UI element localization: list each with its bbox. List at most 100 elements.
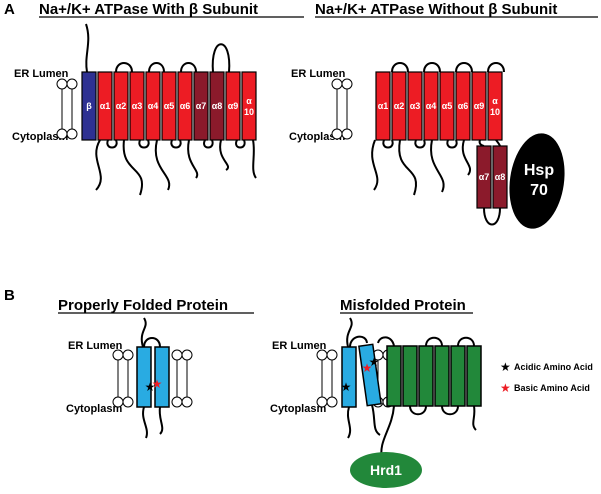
panel-b-left-title: Properly Folded Protein: [58, 297, 228, 314]
panel-a-right-title: Na+/K+ ATPase Without β Subunit: [315, 1, 557, 18]
r-loop-a1-n: [371, 139, 379, 191]
pf-lumen-loop: [143, 337, 161, 348]
tm-segment-label-2: α1: [100, 101, 111, 111]
green-helix-6: [466, 345, 482, 407]
misfolded-protein: ★ ★ ★: [341, 317, 477, 461]
tm-segment-2: [97, 71, 113, 141]
hrd1-label: Hrd1: [370, 462, 402, 478]
mf-green-loop-2: [457, 336, 475, 347]
loop-a8-cyto: [219, 139, 229, 171]
tm-segment-5: [439, 71, 455, 141]
tm-segment-label-11: α: [246, 96, 252, 106]
r-loop-a7-a8-bottom: [483, 207, 501, 226]
legend-basic-star: ★: [500, 381, 511, 395]
tm-segment-1: [476, 145, 492, 209]
hsp70-label-line1: Hsp: [524, 162, 554, 179]
r-loop-a4-a5-cyto: [430, 139, 445, 193]
r-loop-a6-cyto: [461, 139, 471, 176]
tm-segment-label-1: α1: [378, 101, 389, 111]
mf-helix-2: [358, 343, 382, 407]
lipid-head: [171, 349, 183, 361]
hsp70-label-line2: 70: [530, 182, 548, 199]
panel-a-left-cytoplasm-label: Cytoplasm: [12, 131, 68, 143]
r-loop-a10: [487, 62, 505, 73]
mf-cyto-tail-2: [371, 404, 381, 436]
panel-b-left-cytoplasm-label: Cytoplasm: [66, 403, 122, 415]
tm-segment-4: [423, 71, 439, 141]
loop-a3-a4: [138, 139, 150, 149]
mf-acidic-star: ★: [341, 380, 352, 394]
tm-segment-label-7: α9: [474, 101, 485, 111]
properly-folded-protein: ★ ★: [136, 317, 170, 439]
lipid-head: [341, 128, 353, 140]
panel-b-letter: B: [4, 287, 15, 304]
lipid-head: [316, 349, 328, 361]
panel-a-right-cytoplasm-label: Cytoplasm: [289, 131, 345, 143]
tm-segment-2: [391, 71, 407, 141]
lipid-head: [326, 349, 338, 361]
loop-a1-n: [95, 139, 102, 191]
pf-acidic-star: ★: [145, 380, 156, 394]
lipid-head: [181, 396, 193, 408]
panel-a-right-er-lumen-label: ER Lumen: [291, 68, 346, 80]
loop-a9-a10: [235, 139, 246, 149]
mf-link-to-green: [377, 336, 395, 347]
pf-cyto-tail-1: [142, 406, 148, 439]
r-loop-a10-a8: [495, 139, 501, 147]
loop-a7-a8: [203, 139, 214, 149]
tm-segment-7: [177, 71, 193, 141]
r-loop-a2-a3-cyto: [398, 139, 417, 196]
panel-b-left-lipid-bilayer: [112, 349, 193, 408]
green-helix-5: [450, 345, 466, 407]
tm-segment-label-1: α7: [479, 172, 490, 182]
r-loop-a1-a2: [382, 139, 394, 149]
r-loop-a4-a5: [423, 62, 441, 73]
loop-a6-a7: [180, 62, 197, 73]
lipid-head: [66, 78, 78, 90]
lipid-head: [181, 349, 193, 361]
mf-green-n-tail: [380, 405, 395, 461]
green-helix-4: [434, 345, 450, 407]
tm-segment-11: [241, 71, 257, 141]
panel-a-letter: A: [4, 1, 15, 18]
tm-segment-1: [375, 71, 391, 141]
tm-segment-label-6: α5: [164, 101, 175, 111]
legend-acidic-label: Acidic Amino Acid: [514, 362, 593, 372]
lipid-head: [56, 128, 68, 140]
loop-a10-c: [252, 139, 257, 179]
tm-segment-label-5: α4: [148, 101, 159, 111]
pf-basic-star: ★: [152, 377, 163, 391]
legend-acidic-star: ★: [500, 360, 511, 374]
loop-a2-a3-cyto: [122, 139, 143, 196]
misfolded-green-helices: [386, 345, 482, 407]
beta-n-terminus-loop: [85, 23, 90, 73]
panel-a-left-title: Na+/K+ ATPase With β Subunit: [39, 1, 258, 18]
panel-b-right-er-lumen-label: ER Lumen: [272, 340, 327, 352]
tm-segment-label-7: α6: [180, 101, 191, 111]
tm-segment-label-4: α4: [426, 101, 437, 111]
green-helix-3: [418, 345, 434, 407]
lipid-head: [331, 78, 343, 90]
tm-segment-1: [81, 71, 97, 141]
lipid-head: [171, 396, 183, 408]
tm-segment-10: [225, 71, 241, 141]
tm-segment-9: [209, 71, 225, 141]
lipid-head: [122, 396, 134, 408]
tm-segment-4: [129, 71, 145, 141]
r-loop-a9-a7: [478, 139, 485, 147]
tm-segment-label-6: α6: [458, 101, 469, 111]
panel-a-right-lipid-bilayer: [331, 78, 353, 140]
loop-a2-a3: [115, 62, 133, 73]
panel-b-left-er-lumen-label: ER Lumen: [68, 340, 123, 352]
lipid-head: [122, 349, 134, 361]
r-loop-a5-a6: [446, 139, 458, 149]
tm-segment-8: [487, 71, 503, 141]
tm-segment-label-4: α3: [132, 101, 143, 111]
tm-segment-label-2: α2: [394, 101, 405, 111]
r-loop-a3-a4: [414, 139, 426, 149]
panel-b-right-title: Misfolded Protein: [340, 297, 466, 314]
loop-a4-a5: [148, 62, 165, 73]
